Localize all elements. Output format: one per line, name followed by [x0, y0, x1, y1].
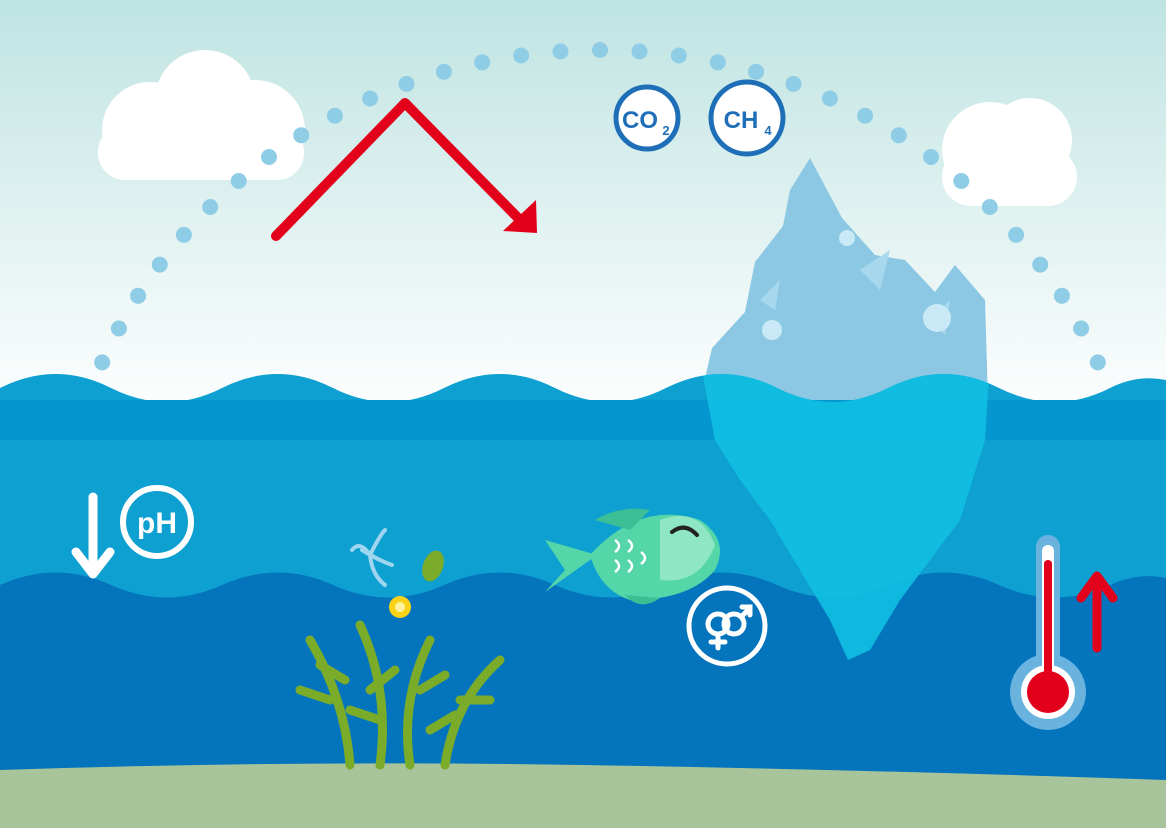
orbit-dot: [130, 288, 146, 304]
orbit-dot: [632, 43, 648, 59]
orbit-dot: [327, 108, 343, 124]
co2-gas-icon: CO 2: [616, 87, 678, 149]
orbit-dot: [362, 91, 378, 107]
orbit-dot: [231, 173, 247, 189]
orbit-dot: [1008, 227, 1024, 243]
orbit-dot: [710, 54, 726, 70]
orbit-dot: [474, 54, 490, 70]
orbit-dot: [671, 48, 687, 64]
ch4-gas-icon: CH 4: [711, 82, 783, 154]
orbit-dot: [399, 76, 415, 92]
orbit-dot: [1073, 321, 1089, 337]
orbit-dot: [1054, 288, 1070, 304]
orbit-dot: [152, 257, 168, 273]
orbit-dot: [1090, 354, 1106, 370]
ch4-subscript: 4: [764, 123, 772, 138]
orbit-dot: [293, 127, 309, 143]
orbit-dot: [261, 149, 277, 165]
orbit-dot: [1032, 257, 1048, 273]
sea-surface-band: [0, 400, 1166, 440]
ch4-label: CH: [724, 107, 759, 134]
orbit-dot: [953, 173, 969, 189]
orbit-dot: [923, 149, 939, 165]
orbit-dot: [786, 76, 802, 92]
orbit-dot: [822, 91, 838, 107]
orbit-dot: [857, 108, 873, 124]
orbit-dot: [592, 42, 608, 58]
orbit-dot: [202, 199, 218, 215]
orbit-dot: [111, 321, 127, 337]
orbit-dot: [436, 64, 452, 80]
co2-label: CO: [622, 107, 658, 134]
co2-subscript: 2: [662, 123, 669, 138]
cloud-icon: [942, 98, 1077, 206]
orbit-dot: [982, 199, 998, 215]
orbit-dot: [748, 64, 764, 80]
orbit-dot: [176, 227, 192, 243]
orbit-dot: [513, 48, 529, 64]
ph-label: pH: [137, 507, 177, 540]
orbit-dot: [94, 354, 110, 370]
orbit-dot: [891, 127, 907, 143]
orbit-dot: [553, 43, 569, 59]
